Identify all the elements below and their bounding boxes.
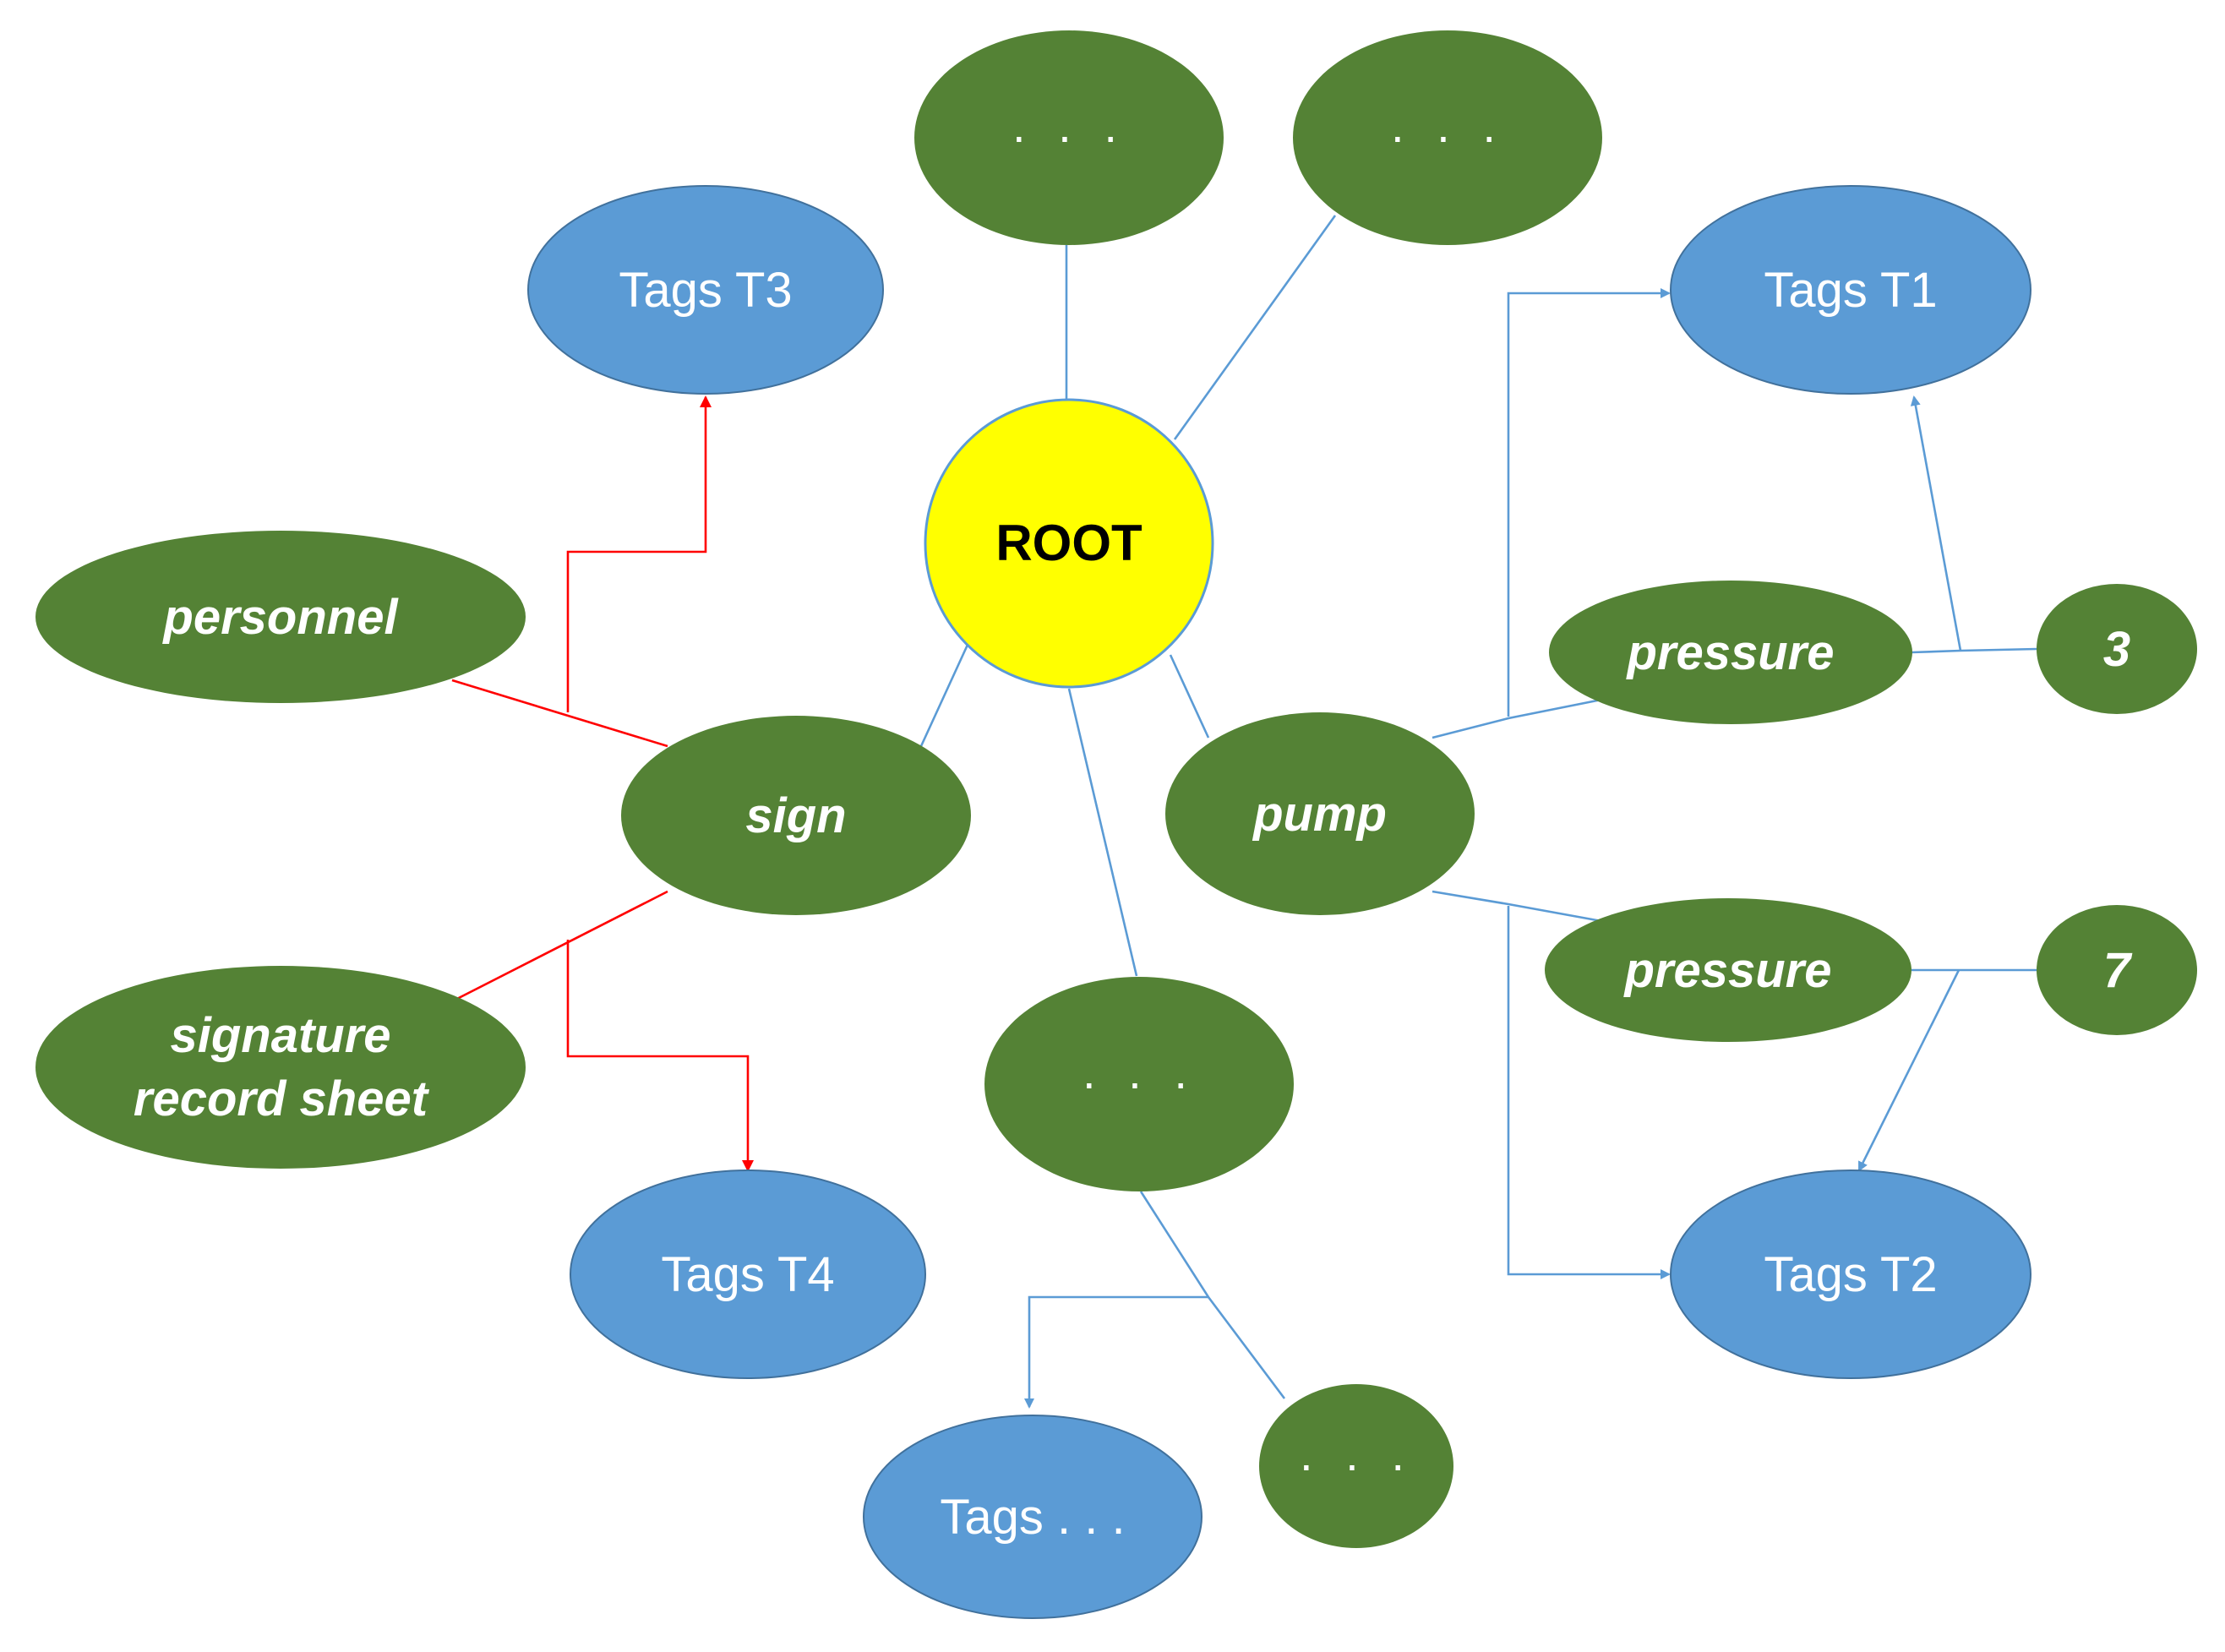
node-bottom-dots: · · · bbox=[984, 977, 1294, 1191]
nodes: · · · · · · Tags T3 Tags T1 ROOT personn… bbox=[35, 30, 2197, 1619]
node-pressure-upper-label: pressure bbox=[1625, 625, 1834, 680]
node-tags-t3-label: Tags T3 bbox=[619, 263, 792, 318]
edge-bottom-dots-bottom-right-dots bbox=[1139, 1191, 1286, 1399]
node-tags-t4-label: Tags T4 bbox=[661, 1247, 834, 1302]
node-tags-dots: Tags . . . bbox=[863, 1415, 1202, 1619]
node-tags-t3: Tags T3 bbox=[527, 185, 884, 395]
edge-root-bottom-dots bbox=[1067, 688, 1138, 977]
edge-pump-pressure-upper bbox=[1432, 698, 1602, 739]
node-tags-t2: Tags T2 bbox=[1670, 1169, 2031, 1379]
edge-sign-personnel bbox=[451, 679, 668, 748]
node-tags-t1-label: Tags T1 bbox=[1764, 263, 1937, 318]
node-bottom-right-dots-label: · · · bbox=[1298, 1437, 1414, 1491]
node-root-label: ROOT bbox=[995, 515, 1142, 571]
node-personnel-label: personnel bbox=[161, 590, 399, 645]
edge-root-pump bbox=[1169, 654, 1210, 739]
edge-pressure-upper-value-3 bbox=[1911, 647, 2037, 654]
node-pressure-lower: pressure bbox=[1545, 898, 1911, 1042]
node-top-left-dots-label: · · · bbox=[1011, 109, 1126, 162]
node-bottom-dots-label: · · · bbox=[1081, 1055, 1197, 1109]
node-tags-t2-label: Tags T2 bbox=[1764, 1247, 1937, 1302]
edge-sign-tags-t4 bbox=[566, 940, 754, 1172]
node-tags-dots-label: Tags . . . bbox=[940, 1490, 1125, 1545]
edge-root-top-right-dots bbox=[1173, 215, 1337, 440]
node-personnel: personnel bbox=[35, 531, 526, 703]
edges bbox=[451, 215, 2037, 1409]
node-sign-label: sign bbox=[745, 788, 846, 843]
edge-bottom-dots-tags-dots bbox=[1024, 1295, 1208, 1409]
node-pressure-lower-label: pressure bbox=[1622, 943, 1831, 998]
edge-root-sign bbox=[919, 644, 969, 747]
node-value-7: 7 bbox=[2037, 905, 2197, 1035]
node-sign: sign bbox=[621, 716, 971, 915]
edge-pump-pressure-lower bbox=[1432, 890, 1602, 923]
node-value-3: 3 bbox=[2037, 584, 2197, 714]
edge-value-3-tags-t1 bbox=[1910, 395, 1962, 652]
node-top-right-dots-label: · · · bbox=[1389, 109, 1505, 162]
edge-pump-tags-t2 bbox=[1507, 906, 1671, 1279]
node-signature-label-line1: signature bbox=[170, 1008, 390, 1063]
node-value-3-label: 3 bbox=[2103, 622, 2130, 677]
edge-value-7-tags-t2 bbox=[1857, 969, 1961, 1172]
node-tags-t4: Tags T4 bbox=[570, 1169, 926, 1379]
node-bottom-right-dots: · · · bbox=[1259, 1384, 1453, 1548]
node-pump-label: pump bbox=[1252, 787, 1387, 842]
node-signature-record-sheet: signature record sheet bbox=[35, 966, 526, 1169]
node-root: ROOT bbox=[924, 398, 1214, 689]
node-pressure-upper: pressure bbox=[1549, 581, 1912, 724]
node-value-7-label: 7 bbox=[2103, 943, 2133, 998]
edge-sign-signature bbox=[451, 890, 668, 1003]
node-pump: pump bbox=[1165, 712, 1475, 915]
edge-pump-tags-t1 bbox=[1507, 288, 1671, 717]
node-tags-t1: Tags T1 bbox=[1670, 185, 2031, 395]
edge-sign-tags-t3 bbox=[566, 395, 712, 712]
node-signature-label-line2: record sheet bbox=[134, 1071, 430, 1126]
node-top-right-dots: · · · bbox=[1293, 30, 1602, 245]
node-top-left-dots: · · · bbox=[914, 30, 1224, 245]
